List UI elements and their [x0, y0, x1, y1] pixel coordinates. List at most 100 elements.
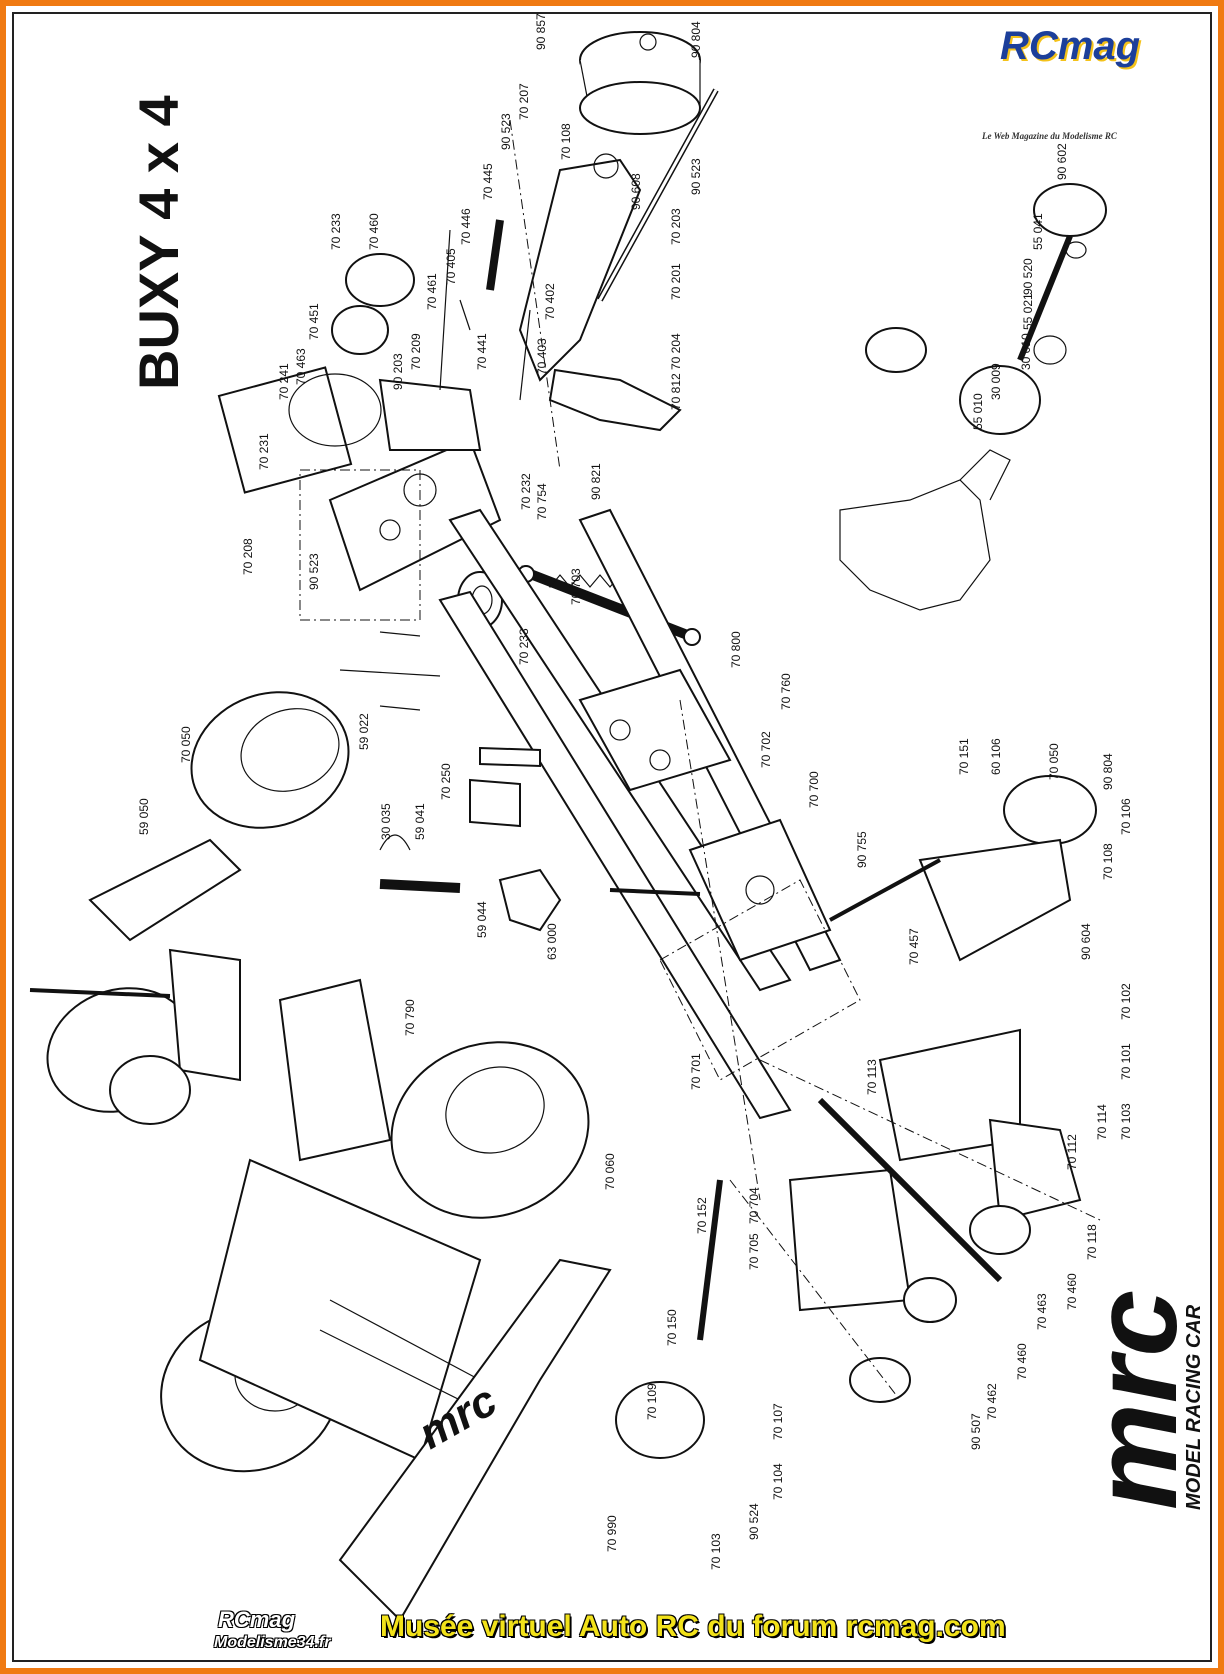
- part-label: 70 990: [605, 1515, 619, 1552]
- part-label: 90 857: [534, 13, 548, 50]
- part-label: 90 804: [689, 21, 703, 58]
- part-label: 70 790: [403, 999, 417, 1036]
- part-label: 90 523: [307, 553, 321, 590]
- part-label: 70 050: [179, 726, 193, 763]
- part-label: 90 804: [1101, 753, 1115, 790]
- part-label: 90 524: [747, 1503, 761, 1540]
- rcmag-tagline: Le Web Magazine du Modelisme RC: [982, 131, 1117, 141]
- part-label: 70 462: [985, 1383, 999, 1420]
- part-label: 70 250: [439, 763, 453, 800]
- part-label: 70 463: [1035, 1293, 1049, 1330]
- part-label: 70 106: [1119, 798, 1133, 835]
- part-label: 70 107: [771, 1403, 785, 1440]
- mrc-tagline: MODEL RACING CAR: [1183, 1304, 1205, 1510]
- part-label: 70 754: [535, 483, 549, 520]
- part-label: 55 021: [1021, 293, 1035, 330]
- engine-outline: [839, 449, 1011, 611]
- chassis-rails: [438, 508, 842, 1120]
- part-label: 70 812: [669, 373, 683, 410]
- part-label: 70 704: [747, 1187, 761, 1224]
- part-label: 90 821: [589, 463, 603, 500]
- part-label: 90 520: [1021, 258, 1035, 295]
- mrc-brand: mrc MODEL RACING CAR: [1068, 1290, 1205, 1510]
- part-label: 70 104: [771, 1463, 785, 1500]
- part-label: 70 114: [1095, 1104, 1109, 1140]
- chassis-plate-dashed: [299, 119, 861, 1201]
- part-label: 70 150: [665, 1309, 679, 1346]
- part-label: 90 608: [629, 173, 643, 210]
- footer-logo-bottom: Modelisme34.fr: [214, 1634, 331, 1651]
- part-label: 70 112: [1065, 1134, 1079, 1170]
- part-label: 90 604: [1079, 923, 1093, 960]
- motor-can: [579, 31, 701, 135]
- part-label: 70 060: [603, 1153, 617, 1190]
- part-label: 70 152: [695, 1197, 709, 1234]
- part-label: 90 203: [391, 353, 405, 390]
- part-label: 70 446: [459, 208, 473, 245]
- part-label: 70 050: [1047, 743, 1061, 780]
- part-label: 70 460: [1065, 1273, 1079, 1310]
- inner-border: [12, 12, 1212, 1662]
- part-label: 55 010: [971, 393, 985, 430]
- part-label: 70 402: [543, 283, 557, 320]
- part-label: 90 507: [969, 1413, 983, 1450]
- footer-logo-top: RCmag: [218, 1607, 296, 1632]
- part-label: 70 463: [294, 348, 308, 385]
- mrc-logo: mrc: [1068, 1290, 1202, 1510]
- part-label: 90 523: [689, 158, 703, 195]
- part-label: 70 208: [241, 538, 255, 575]
- part-labels: 90 857 90 804 70 207 90 523 70 108 90 608 90 5…: [137, 13, 1133, 1570]
- part-label: 60 106: [989, 738, 1003, 775]
- pulley-assembly: [217, 253, 415, 494]
- part-label: 70 760: [779, 673, 793, 710]
- part-label: 55 041: [1031, 213, 1045, 250]
- part-label: 70 231: [257, 433, 271, 470]
- part-label: 70 451: [307, 303, 321, 340]
- part-label: 70 118: [1085, 1224, 1099, 1260]
- diagram-title: BUXY 4 x 4: [127, 95, 190, 390]
- part-label: 70 101: [1119, 1043, 1133, 1080]
- part-label: 30 010: [1019, 333, 1033, 370]
- part-label: 70 445: [481, 163, 495, 200]
- part-label: 59 022: [357, 713, 371, 750]
- part-label: 70 702: [759, 731, 773, 768]
- part-label: 70 109: [645, 1383, 659, 1420]
- part-label: 70 203: [669, 208, 683, 245]
- part-label: 70 108: [559, 123, 573, 160]
- part-label: 70 457: [907, 928, 921, 965]
- misc-bolts: [339, 631, 701, 932]
- part-label: 70 102: [1119, 983, 1133, 1020]
- part-label: 70 108: [1101, 843, 1115, 880]
- part-label: 70 207: [517, 83, 531, 120]
- part-label: 70 241: [277, 363, 291, 400]
- part-label: 70 103: [1119, 1103, 1133, 1140]
- part-label: 70 705: [747, 1233, 761, 1270]
- part-label: 90 523: [499, 113, 513, 150]
- part-label: 30 009: [989, 363, 1003, 400]
- part-label: 70 233: [517, 628, 531, 665]
- part-label: 70 701: [689, 1053, 703, 1090]
- part-label: 70 403: [535, 338, 549, 375]
- part-label: 59 041: [413, 803, 427, 840]
- part-label: 30 035: [379, 803, 393, 840]
- part-label: 63 000: [545, 923, 559, 960]
- part-label: 90 755: [855, 831, 869, 868]
- part-label: 70 460: [1015, 1343, 1029, 1380]
- part-label: 59 050: [137, 798, 151, 835]
- part-label: 70 441: [475, 333, 489, 370]
- part-label: 70 209: [409, 333, 423, 370]
- part-label: 59 044: [475, 901, 489, 938]
- part-label: 90 602: [1055, 143, 1069, 180]
- part-label: 70 461: [425, 273, 439, 310]
- part-label: 70 232: [519, 473, 533, 510]
- part-label: 70 151: [957, 738, 971, 775]
- assembled-buggy: mrc: [29, 691, 612, 1622]
- footer-caption: Musée virtuel Auto RC du forum rcmag.com: [380, 1610, 1006, 1643]
- part-label: 70 204: [669, 333, 683, 370]
- part-label: 70 460: [367, 213, 381, 250]
- front-gearbox: [615, 775, 1101, 1459]
- part-label: 70 113: [865, 1059, 879, 1095]
- rear-shaft-pins: [439, 219, 531, 401]
- part-label: 70 405: [444, 248, 458, 285]
- drive-shaft-long: [597, 88, 719, 302]
